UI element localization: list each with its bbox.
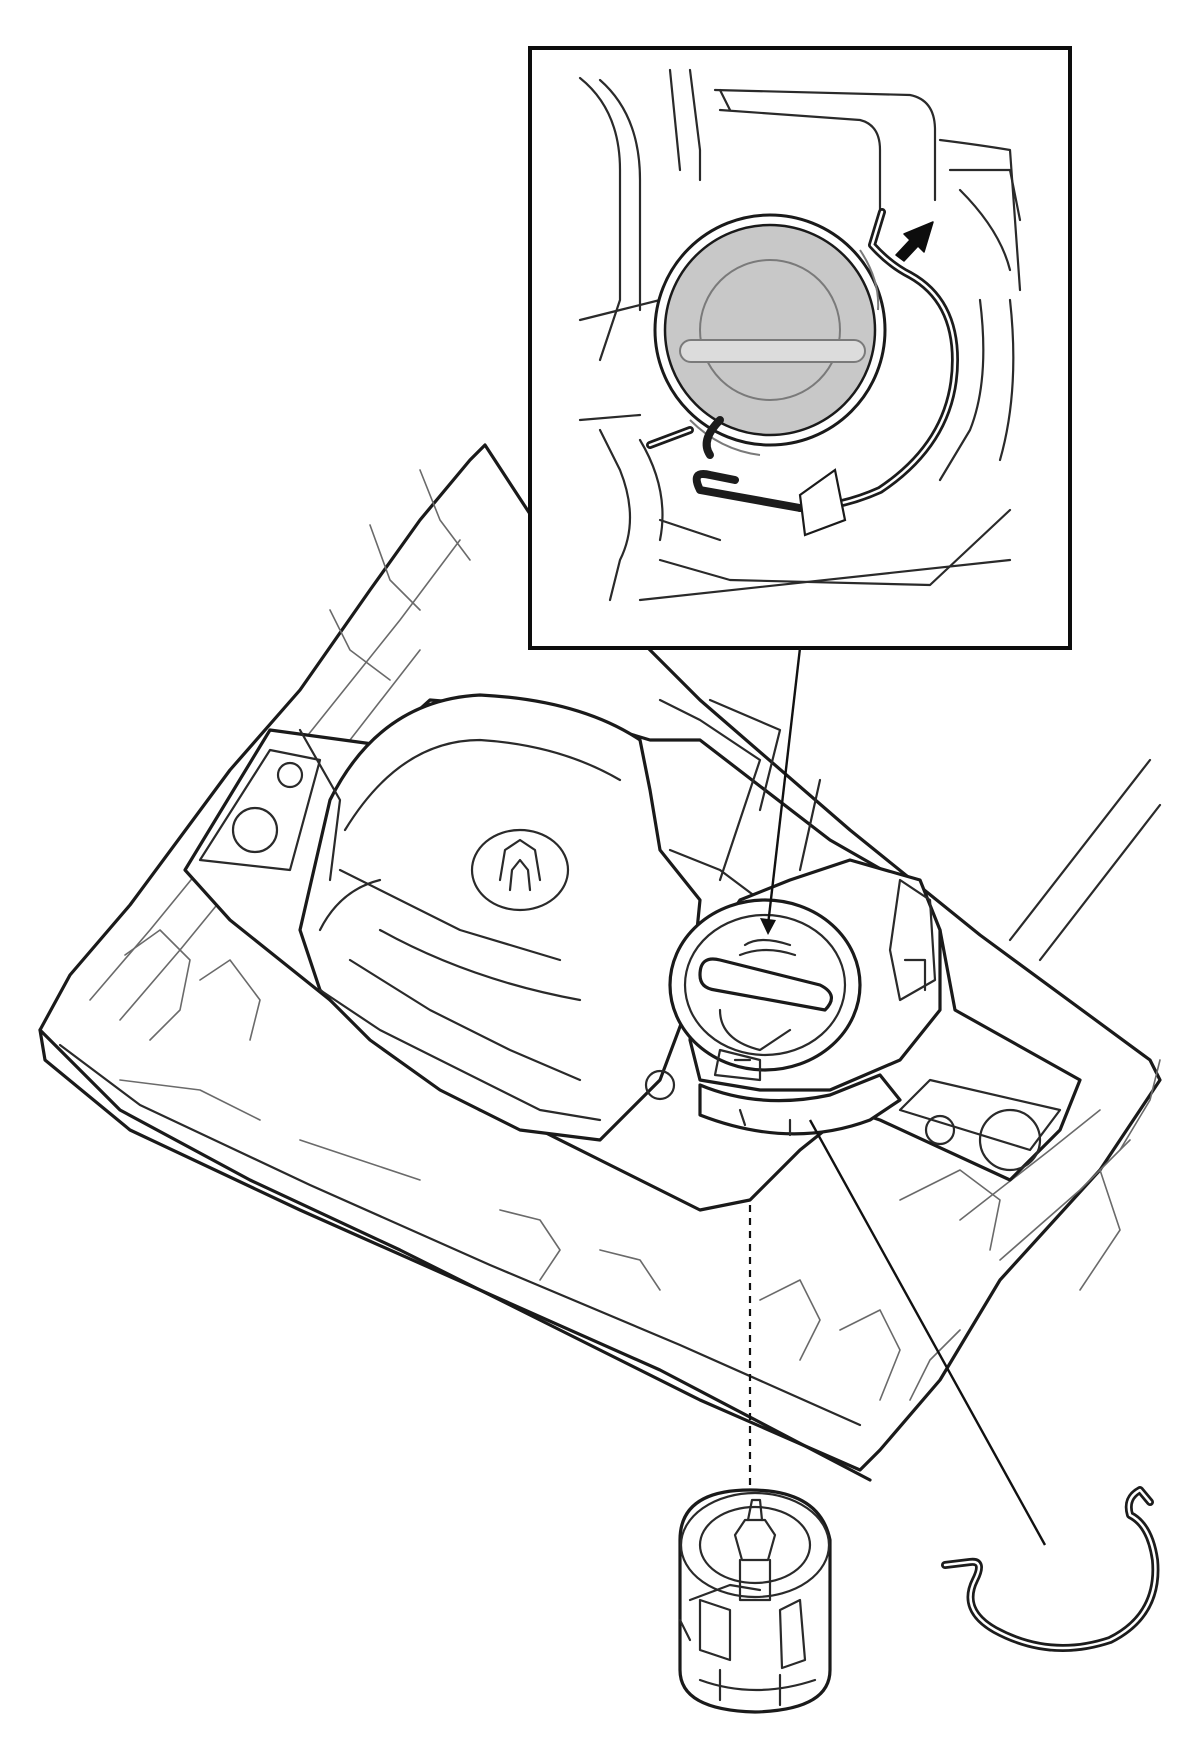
loose-spring-clip: [941, 1486, 1160, 1652]
callout-leader-arrowhead: [760, 918, 776, 935]
inset-knob-disc: [663, 223, 877, 437]
bracket-housing: [183, 693, 1082, 1212]
loose-knob-part: [678, 1488, 832, 1714]
callout-leader-line: [766, 647, 802, 926]
detail-inset: [528, 46, 1072, 650]
direction-arrow-icon: [895, 221, 934, 262]
knob-mechanism: [644, 858, 942, 1137]
clip-leader-line: [808, 1119, 1047, 1546]
inset-spring-clip: [646, 208, 959, 537]
